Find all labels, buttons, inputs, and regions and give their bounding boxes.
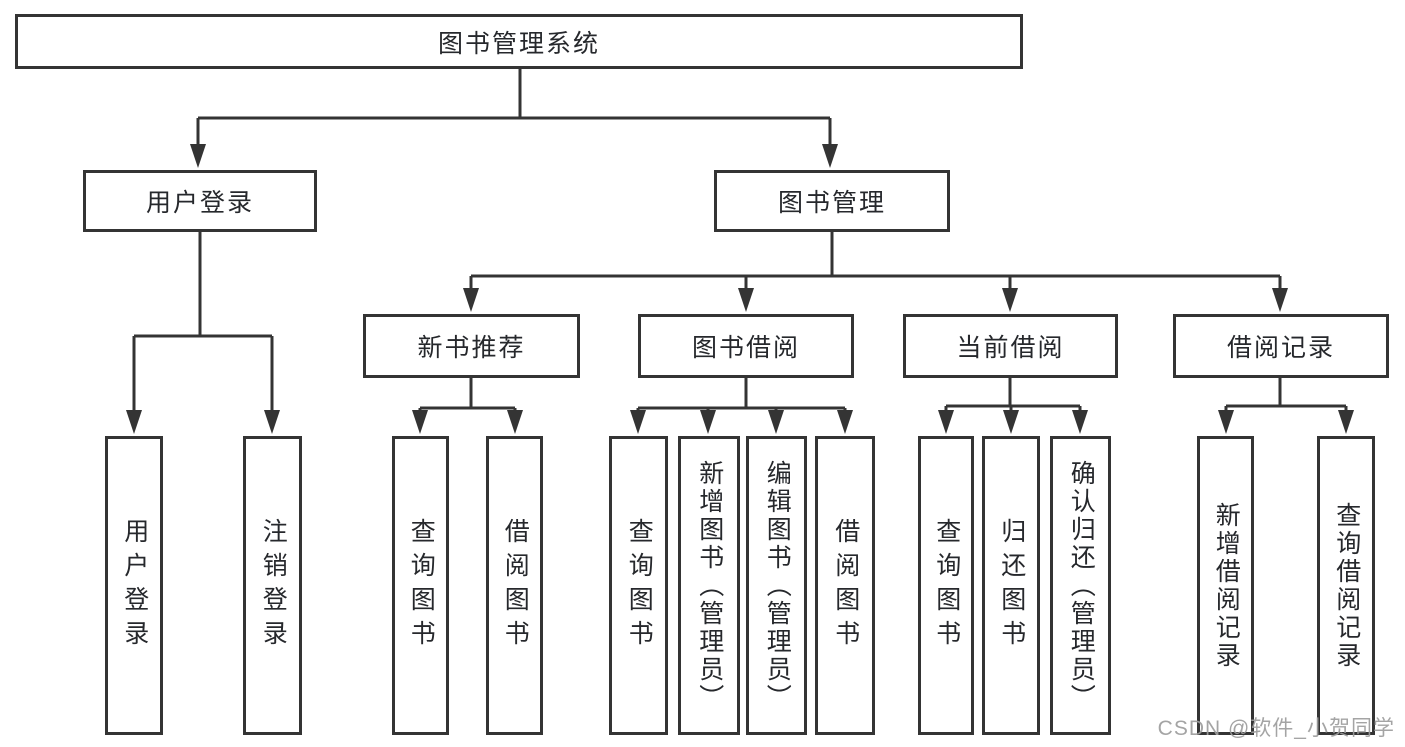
- leaf-label: 新增图书（管理员）: [695, 459, 724, 712]
- connector-user-login: [132, 232, 274, 413]
- leaf-label: 归还图书: [997, 517, 1026, 654]
- node-borrow-records: 借阅记录: [1173, 314, 1389, 378]
- leaf-return-book: 归还图书: [982, 436, 1040, 735]
- leaf-label: 查询借阅记录: [1332, 501, 1361, 670]
- leaf-label: 新增借阅记录: [1212, 501, 1241, 670]
- leaf-label: 注销登录: [259, 517, 288, 654]
- node-new-book-recommend: 新书推荐: [363, 314, 580, 378]
- leaf-logout: 注销登录: [243, 436, 302, 735]
- connector-book-borrow: [636, 378, 847, 413]
- node-label: 图书借阅: [691, 334, 800, 362]
- leaf-query-books-current: 查询图书: [918, 436, 974, 735]
- leaf-label: 确认归还（管理员）: [1067, 459, 1096, 712]
- node-library-management-system: 图书管理系统: [15, 14, 1023, 69]
- connector-book-management: [469, 232, 1282, 292]
- leaf-label: 用户登录: [120, 517, 149, 654]
- node-current-borrow: 当前借阅: [903, 314, 1118, 378]
- node-label: 当前借阅: [956, 334, 1065, 362]
- leaf-add-borrow-record: 新增借阅记录: [1197, 436, 1254, 735]
- leaf-label: 借阅图书: [831, 517, 860, 654]
- node-label: 新书推荐: [417, 334, 526, 362]
- node-label: 借阅记录: [1226, 334, 1335, 362]
- connector-borrow-records: [1224, 378, 1348, 413]
- leaf-query-borrow-record: 查询借阅记录: [1317, 436, 1375, 735]
- leaf-query-books-borrow: 查询图书: [609, 436, 668, 735]
- node-user-login: 用户登录: [83, 170, 317, 232]
- leaf-label: 编辑图书（管理员）: [763, 459, 792, 712]
- leaf-user-login: 用户登录: [105, 436, 163, 735]
- leaf-borrow-books-recommend: 借阅图书: [486, 436, 543, 735]
- leaf-add-book-admin: 新增图书（管理员）: [678, 436, 740, 735]
- connector-current-borrow: [944, 378, 1082, 413]
- connector-root: [196, 69, 832, 148]
- node-label: 图书管理系统: [437, 29, 600, 58]
- leaf-edit-book-admin: 编辑图书（管理员）: [746, 436, 807, 735]
- leaf-confirm-return-admin: 确认归还（管理员）: [1050, 436, 1111, 735]
- node-book-borrow: 图书借阅: [638, 314, 854, 378]
- leaf-borrow-books: 借阅图书: [815, 436, 875, 735]
- node-label: 图书管理: [777, 189, 886, 217]
- csdn-watermark: CSDN @软件_小贺同学: [1157, 717, 1395, 740]
- leaf-label: 查询图书: [407, 517, 436, 654]
- connector-new-book-recommend: [418, 378, 517, 413]
- node-label: 用户登录: [145, 189, 254, 217]
- leaf-label: 借阅图书: [501, 517, 530, 654]
- leaf-query-books-recommend: 查询图书: [392, 436, 449, 735]
- leaf-label: 查询图书: [932, 517, 961, 654]
- node-book-management: 图书管理: [714, 170, 950, 232]
- leaf-label: 查询图书: [625, 517, 654, 654]
- arrowheads: [126, 144, 1354, 434]
